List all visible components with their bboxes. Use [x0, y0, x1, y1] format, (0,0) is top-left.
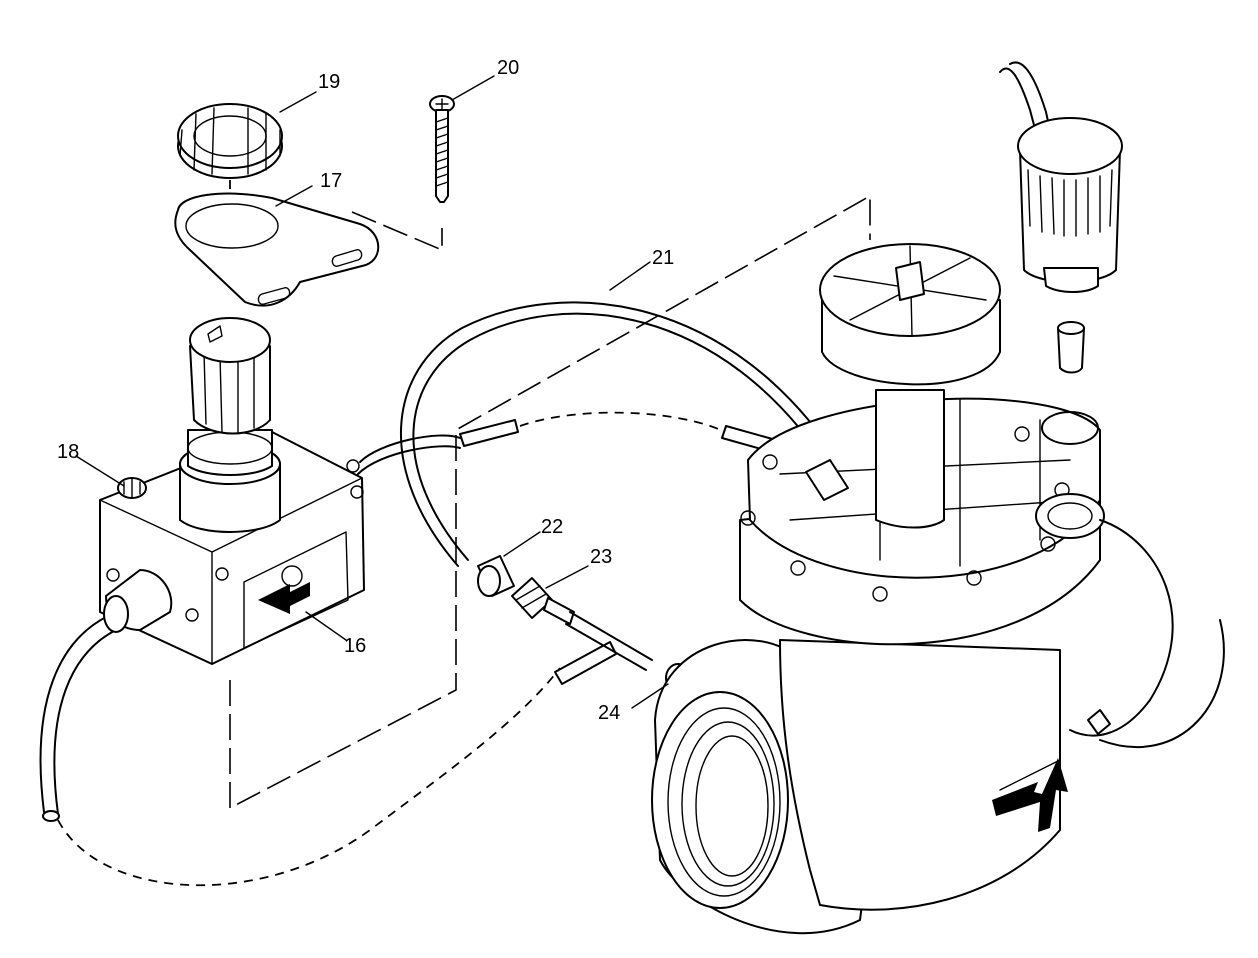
callout-18: 18 — [57, 441, 80, 463]
part-16-regulator — [99, 317, 365, 665]
callout-24: 24 — [598, 702, 621, 724]
callout-17: 17 — [320, 170, 343, 192]
part-21-tube — [400, 301, 843, 567]
part-18-bleed-screw — [117, 477, 147, 499]
callout-16: 16 — [344, 635, 367, 657]
part-19-lock-nut — [177, 103, 283, 179]
lower-dashed-tube — [39, 615, 617, 887]
tube-segments — [357, 411, 777, 475]
callout-23: 23 — [590, 546, 613, 568]
valve-body — [651, 243, 1225, 935]
part-22-sleeve — [477, 555, 515, 597]
solenoid-assembly — [999, 61, 1123, 374]
part-20-screw — [429, 95, 455, 203]
callout-21: 21 — [652, 247, 675, 269]
part-17-mounting-bracket — [174, 192, 380, 307]
callout-19: 19 — [318, 71, 341, 93]
callout-20: 20 — [497, 57, 520, 79]
leader-lines — [75, 75, 669, 709]
callout-22: 22 — [541, 516, 564, 538]
part-23-fitting — [511, 577, 653, 671]
